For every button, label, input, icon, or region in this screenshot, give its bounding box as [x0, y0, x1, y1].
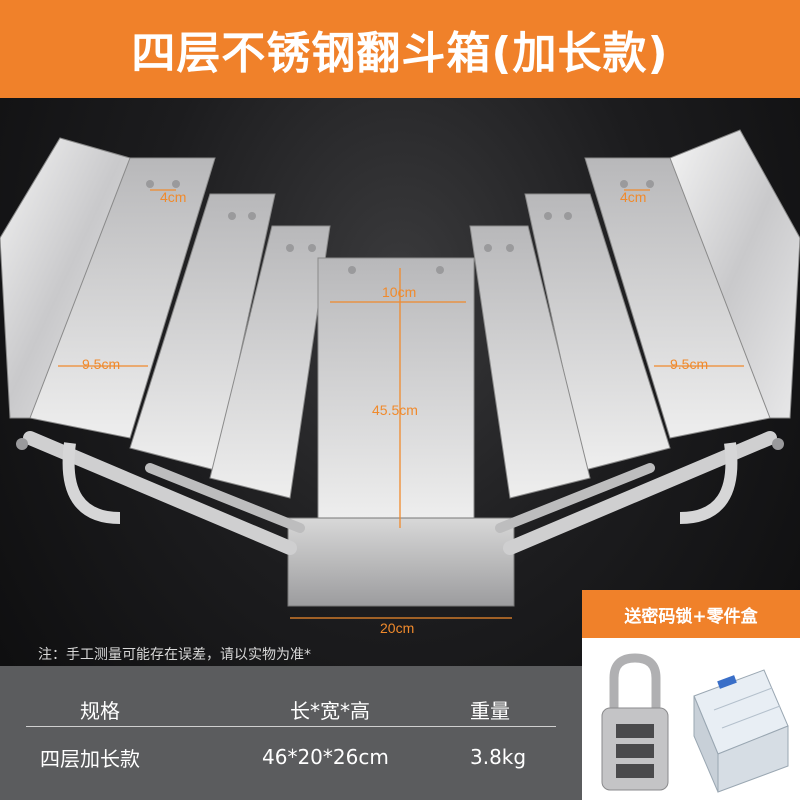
right-tray-3	[469, 225, 591, 499]
title-banner: 四层不锈钢翻斗箱(加长款)	[0, 0, 800, 98]
left-tray-3	[209, 225, 331, 499]
right-tray-1	[584, 157, 771, 439]
base-box	[287, 517, 515, 607]
dim-width: 20cm	[380, 620, 415, 636]
dim-length: 45.5cm	[372, 402, 418, 418]
spec-divider	[26, 726, 556, 727]
dim-top-left: 4cm	[160, 189, 187, 205]
dim-tray-left: 9.5cm	[82, 356, 121, 372]
measurement-note: 注：手工测量可能存在误差，请以实物为准*	[38, 647, 311, 663]
spec-header-model: 规格	[80, 698, 120, 723]
gift-banner: 送密码锁+零件盒	[582, 590, 800, 638]
dim-center-top: 10cm	[382, 284, 417, 300]
spec-table: 规格 长*宽*高 重量 四层加长款 46*20*26cm 3.8kg	[0, 666, 582, 800]
gift-panel: 送密码锁+零件盒	[582, 590, 800, 800]
combination-lock-icon	[601, 653, 669, 791]
spec-header-weight: 重量	[470, 698, 510, 723]
toolbox-illustration	[0, 129, 800, 619]
dim-tray-right: 9.5cm	[670, 356, 709, 372]
dim-top-right: 4cm	[620, 189, 647, 205]
parts-box-icon	[693, 669, 789, 793]
right-handle	[679, 442, 738, 524]
left-handle	[62, 442, 121, 524]
spec-model: 四层加长款	[40, 746, 140, 771]
spec-data-row: 四层加长款 46*20*26cm 3.8kg	[0, 732, 582, 782]
left-tray-1	[29, 157, 216, 439]
spec-header-size: 长*宽*高	[290, 698, 370, 723]
spec-size: 46*20*26cm	[262, 745, 389, 769]
banner-title: 四层不锈钢翻斗箱(加长款)	[131, 28, 669, 79]
spec-header-row: 规格 长*宽*高 重量	[0, 684, 582, 734]
gift-title: 送密码锁+零件盒	[624, 606, 758, 627]
spec-weight: 3.8kg	[470, 745, 527, 769]
